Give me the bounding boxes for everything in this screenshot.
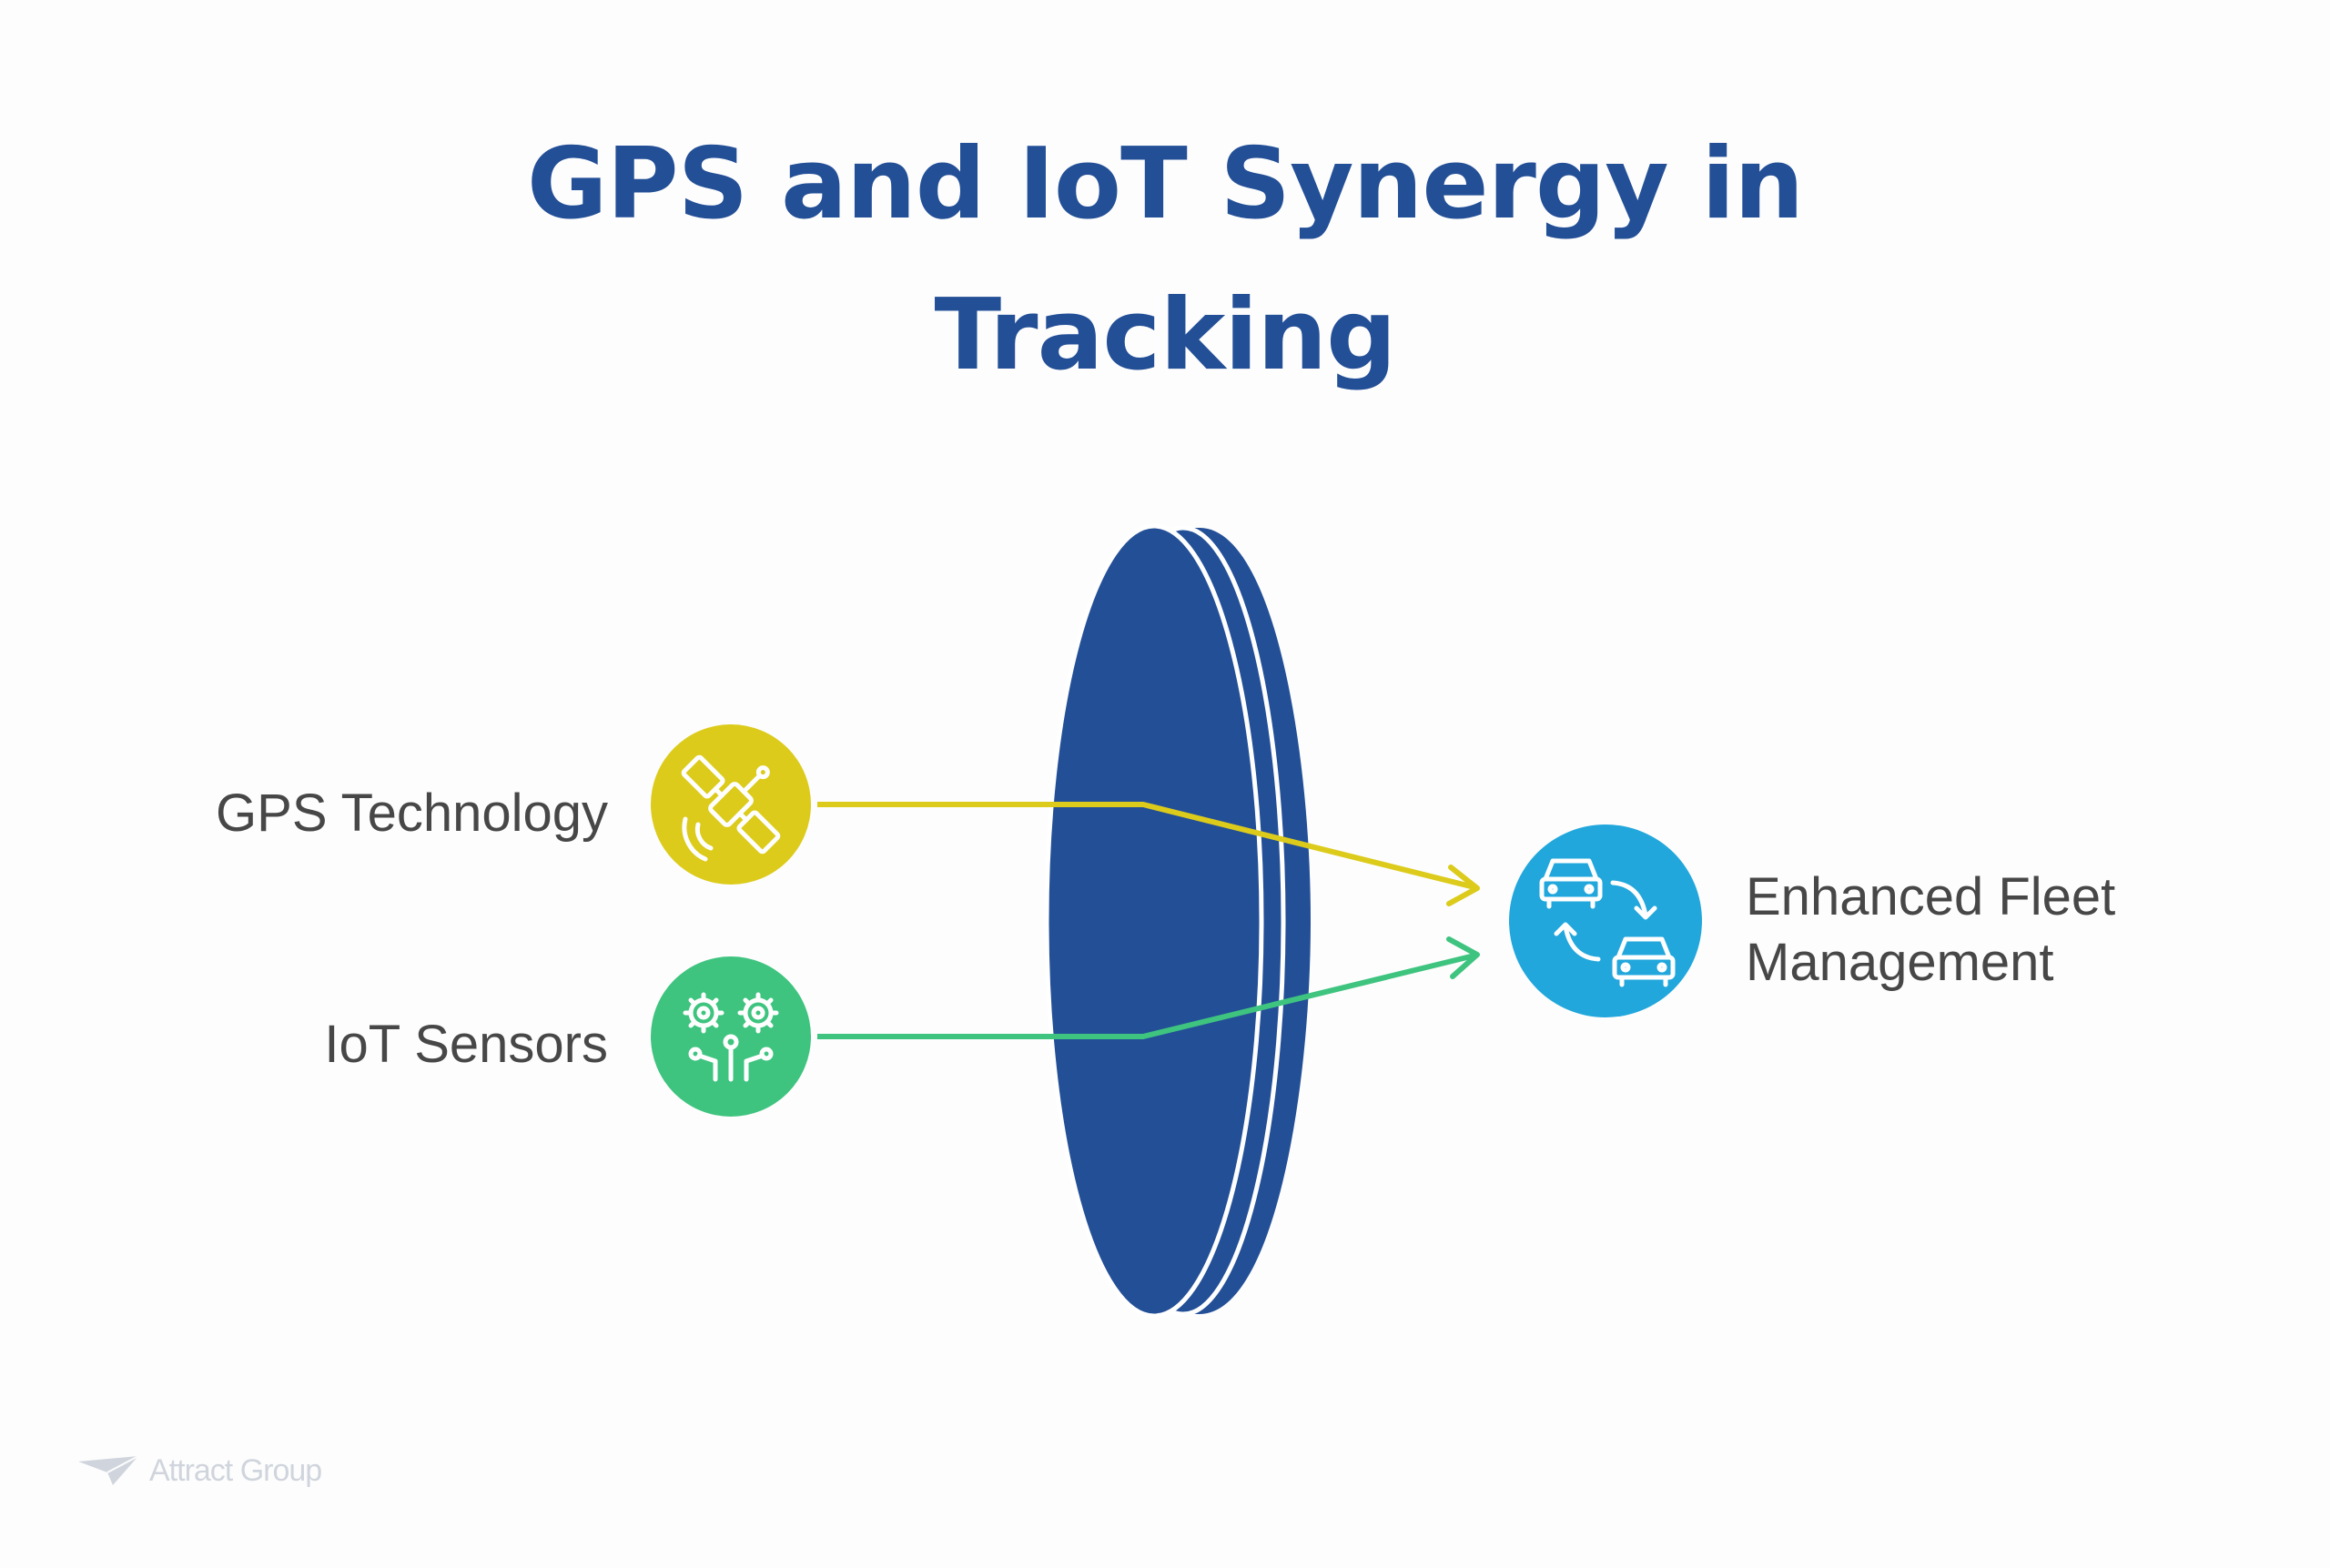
lens-disc	[1044, 523, 1311, 1319]
satellite-icon	[681, 754, 781, 862]
iot-node	[651, 956, 811, 1117]
sensors-icon	[683, 992, 779, 1082]
paper-plane-logo-icon	[78, 1455, 139, 1485]
arrowhead-iot	[1446, 936, 1480, 979]
watermark: Attract Group	[76, 1443, 322, 1498]
title-line-1: GPS and IoT Synergy in	[526, 127, 1804, 241]
page-title: GPS and IoT Synergy in Tracking	[255, 109, 2075, 411]
gps-node	[651, 724, 811, 885]
arrowhead-gps	[1446, 865, 1480, 906]
fleet-circle	[1509, 824, 1702, 1017]
iot-sensors-label: IoT Sensors	[324, 1015, 608, 1074]
output-label-line-1: Enhanced Fleet	[1746, 867, 2116, 926]
connector-iot	[817, 936, 1480, 1039]
gps-technology-label: GPS Technology	[216, 784, 608, 843]
fleet-exchange-icon	[1539, 858, 1676, 987]
connector-gps	[817, 802, 1480, 906]
output-label-line-2: Management	[1746, 933, 2054, 992]
gps-circle	[651, 724, 811, 885]
title-line-2: Tracking	[934, 278, 1396, 392]
fleet-node	[1509, 824, 1702, 1017]
enhanced-fleet-management-label: Enhanced Fleet Management	[1746, 865, 2115, 996]
watermark-text: Attract Group	[149, 1452, 322, 1488]
lens-face	[1044, 523, 1264, 1319]
